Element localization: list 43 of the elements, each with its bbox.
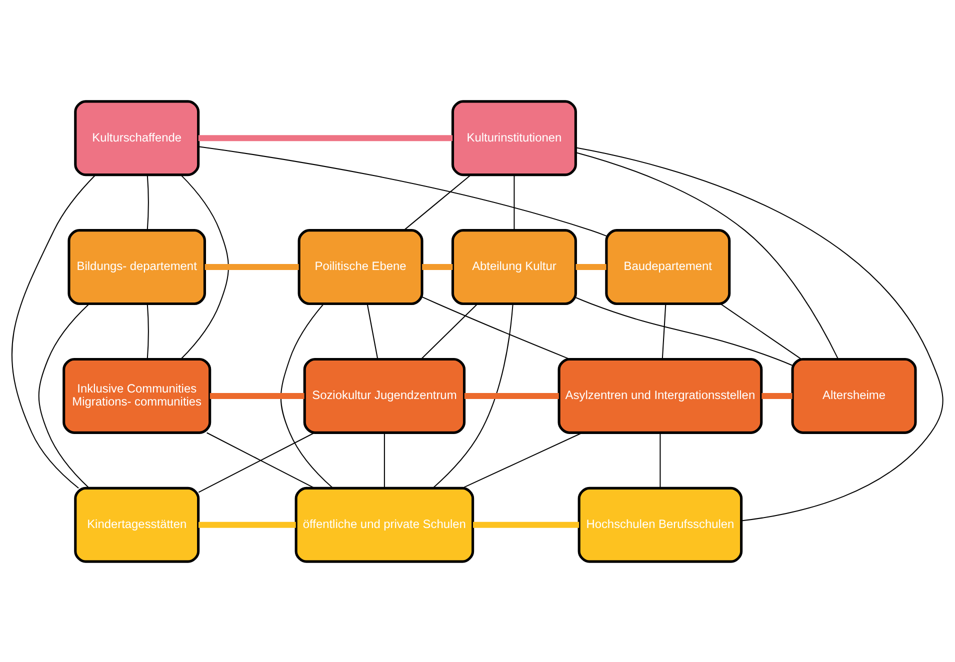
connector [720,302,802,359]
node-box: Hochschulen Berufsschulen [578,486,743,562]
node-box: Poilitische Ebene [298,228,424,305]
connector [384,432,385,488]
connector [514,174,515,230]
connector [38,303,90,488]
connector [660,432,661,488]
node-box: Inklusive Communities Migrations- communities [62,357,212,434]
connector [12,174,96,488]
node-box: Abteilung Kultur [451,228,577,305]
connector [198,134,453,141]
node-box: Kulturschaffende [74,100,200,176]
node-box: Kindertagesstätten [74,486,200,562]
connector [180,174,229,359]
connector [280,303,334,488]
node-box: Asylzentren und Intergrationsstellen [558,357,763,434]
connector [422,264,453,270]
connector [662,303,666,359]
connector [576,151,839,359]
connector [404,174,471,230]
connector [462,432,582,488]
connector [204,264,299,270]
connector [198,146,607,236]
connector [366,303,378,359]
connector [146,174,149,230]
node-box: Soziokultur Jugendzentrum [303,357,466,434]
connector [473,521,580,528]
node-box: Bildungs- departement [68,228,206,305]
connector [198,521,296,528]
connector [432,303,514,488]
node-box: öffentliche und private Schulen [294,486,474,562]
connector [420,303,478,359]
node-box: Baudepartement [605,228,731,305]
connector [576,296,792,366]
connector [210,392,304,398]
connector [762,392,792,398]
node-box: Kulturinstitutionen [451,100,577,176]
connector [146,303,149,359]
connector [576,146,944,521]
connector [576,264,606,270]
connector [422,296,570,360]
connector [464,392,559,398]
node-box: Altersheime [791,357,917,434]
